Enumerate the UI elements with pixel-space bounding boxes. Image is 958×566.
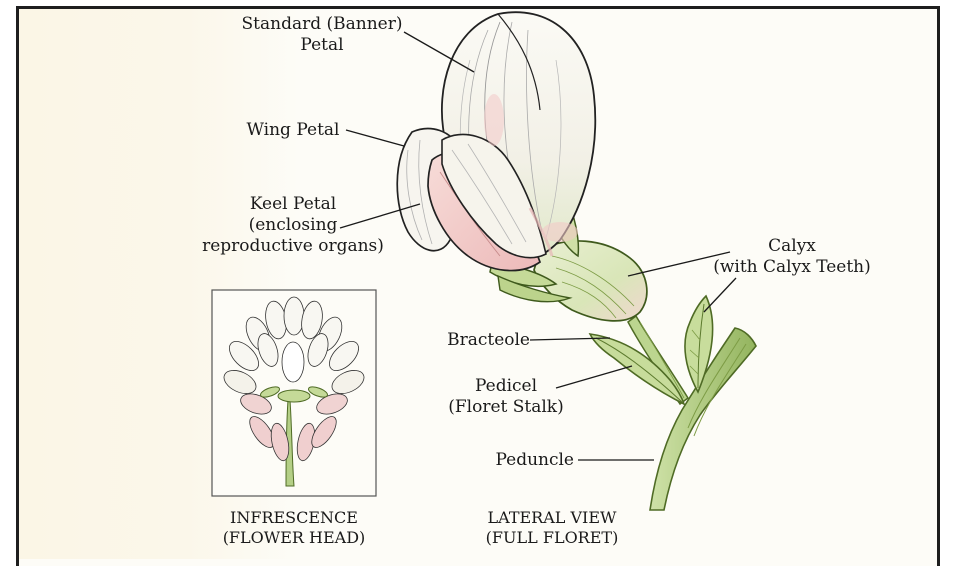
- caption-main-line1: LATERAL VIEW: [472, 508, 632, 528]
- calyx-pink-tint: [542, 222, 578, 242]
- label-standard-petal: Standard (Banner) Petal: [232, 14, 412, 56]
- label-calyx-line1: Calyx: [698, 236, 886, 257]
- label-keel-line2: (enclosing: [200, 215, 386, 236]
- label-calyx: Calyx (with Calyx Teeth): [698, 236, 886, 278]
- label-bracteole: Bracteole: [430, 330, 530, 351]
- caption-inset: INFRESCENCE (FLOWER HEAD): [202, 508, 386, 548]
- label-standard-line2: Petal: [232, 35, 412, 56]
- label-keel-line1: Keel Petal: [200, 194, 386, 215]
- leader-wing: [346, 130, 404, 146]
- label-keel-petal: Keel Petal (enclosing reproductive organ…: [200, 194, 386, 257]
- label-peduncle: Peduncle: [470, 450, 574, 471]
- caption-inset-line1: INFRESCENCE: [202, 508, 386, 528]
- standard-pink-tint: [484, 94, 504, 146]
- label-keel-line3: reproductive organs): [200, 236, 386, 257]
- label-wing-petal: Wing Petal: [238, 120, 348, 141]
- label-pedicel: Pedicel (Floret Stalk): [444, 376, 568, 418]
- inset-flower-head: [212, 290, 376, 496]
- caption-inset-line2: (FLOWER HEAD): [202, 528, 386, 548]
- leader-calyx-teeth: [704, 278, 736, 312]
- label-pedicel-line1: Pedicel: [444, 376, 568, 397]
- caption-main-line2: (FULL FLORET): [472, 528, 632, 548]
- caption-main: LATERAL VIEW (FULL FLORET): [472, 508, 632, 548]
- label-pedicel-line2: (Floret Stalk): [444, 397, 568, 418]
- label-standard-line1: Standard (Banner): [232, 14, 412, 35]
- label-calyx-line2: (with Calyx Teeth): [698, 257, 886, 278]
